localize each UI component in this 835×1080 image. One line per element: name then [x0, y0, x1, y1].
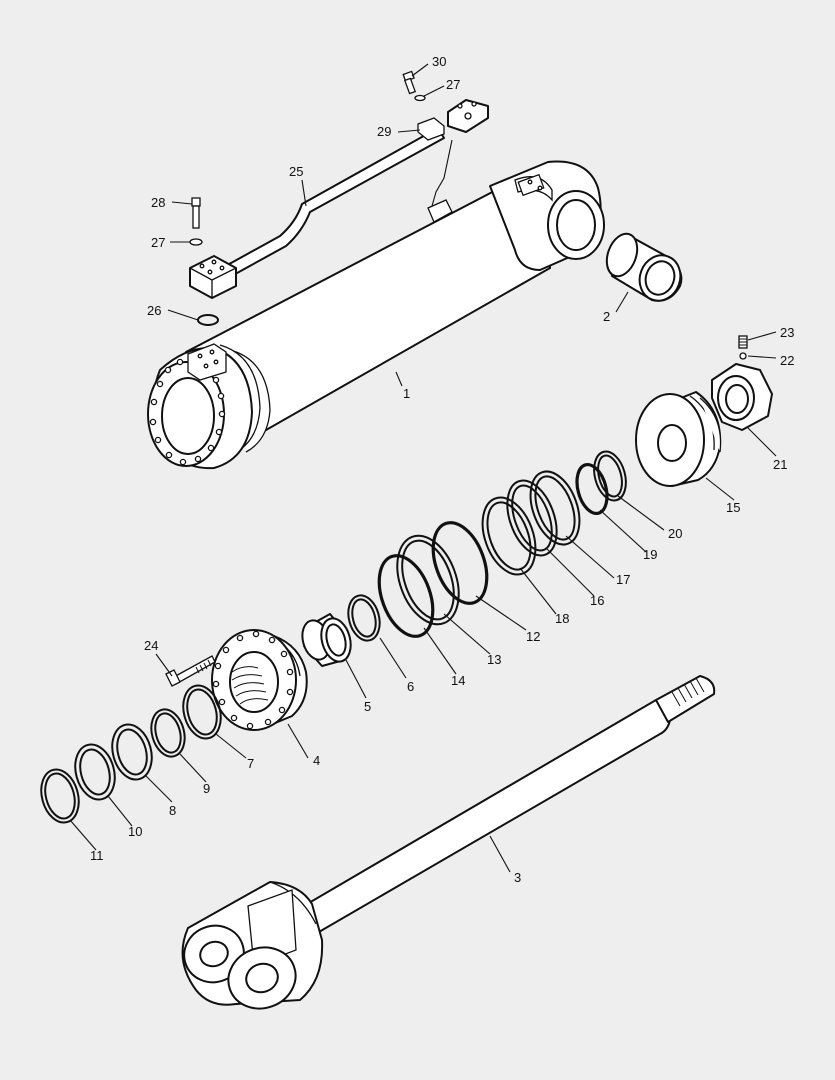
seal-18-inner — [486, 501, 532, 571]
ring-8-inner — [116, 728, 148, 776]
bolt-28 — [191, 197, 201, 229]
seal-13 — [396, 534, 460, 626]
piston — [635, 391, 722, 487]
ring-7 — [182, 684, 222, 740]
callout-30: 30 — [432, 54, 446, 69]
callout-27-front: 27 — [151, 235, 165, 250]
callout-2: 2 — [603, 309, 610, 324]
ring-6 — [347, 594, 381, 642]
callout-19: 19 — [643, 547, 657, 562]
bushing-5 — [301, 613, 352, 667]
callout-4: 4 — [313, 753, 320, 768]
seal-16 — [506, 479, 558, 557]
seal-20-inner — [597, 454, 623, 498]
seal-16-inner — [511, 484, 553, 552]
ring-11 — [40, 768, 80, 824]
callout-7: 7 — [247, 756, 254, 771]
ring-6-inner — [351, 598, 377, 638]
callout-15: 15 — [726, 500, 740, 515]
seal-19 — [575, 462, 609, 516]
callout-23: 23 — [780, 325, 794, 340]
callout-10: 10 — [128, 824, 142, 839]
callout-1: 1 — [403, 386, 410, 401]
ring-8 — [111, 723, 153, 781]
bolt-30 — [402, 70, 417, 95]
callout-13: 13 — [487, 652, 501, 667]
seal-12 — [431, 521, 489, 605]
callout-labels: 30 27 29 25 28 27 26 1 2 23 22 21 15 20 … — [90, 54, 794, 885]
ring-10 — [74, 743, 116, 801]
ring-9-inner — [154, 712, 182, 754]
piping-tube — [189, 99, 489, 299]
nut — [711, 363, 773, 431]
callout-20: 20 — [668, 526, 682, 541]
set-screw-23 — [738, 335, 748, 349]
seal-17 — [529, 470, 581, 546]
piston-rod — [181, 675, 716, 1010]
callout-16: 16 — [590, 593, 604, 608]
callout-29: 29 — [377, 124, 391, 139]
seal-13-inner — [401, 539, 455, 621]
callout-5: 5 — [364, 699, 371, 714]
callout-24: 24 — [144, 638, 158, 653]
leader-lines — [69, 63, 777, 873]
callout-8: 8 — [169, 803, 176, 818]
callout-25: 25 — [289, 164, 303, 179]
seal-18 — [481, 496, 537, 576]
callout-9: 9 — [203, 781, 210, 796]
callout-27-rear: 27 — [446, 77, 460, 92]
callout-17: 17 — [616, 572, 630, 587]
seal-20 — [593, 450, 627, 502]
ring-10-inner — [79, 748, 111, 796]
callout-18: 18 — [555, 611, 569, 626]
callout-12: 12 — [526, 629, 540, 644]
callout-6: 6 — [407, 679, 414, 694]
seal-17-inner — [534, 475, 576, 541]
o-ring-26 — [197, 314, 219, 326]
callout-14: 14 — [451, 673, 465, 688]
ring-9 — [150, 708, 186, 758]
bushing — [605, 232, 683, 302]
washer-27-front — [189, 238, 203, 246]
callout-3: 3 — [514, 870, 521, 885]
callout-22: 22 — [780, 353, 794, 368]
seal-14 — [377, 554, 435, 638]
callout-26: 26 — [147, 303, 161, 318]
callout-11: 11 — [90, 848, 104, 863]
cylinder-tube — [147, 160, 605, 470]
washer-27-rear — [414, 94, 426, 102]
ring-11-inner — [44, 772, 76, 820]
ring-7-inner — [186, 688, 218, 736]
bolt-24 — [165, 655, 216, 687]
ball-22 — [739, 352, 747, 360]
callout-21: 21 — [773, 457, 787, 472]
callout-28: 28 — [151, 195, 165, 210]
rod-cover — [211, 629, 308, 731]
